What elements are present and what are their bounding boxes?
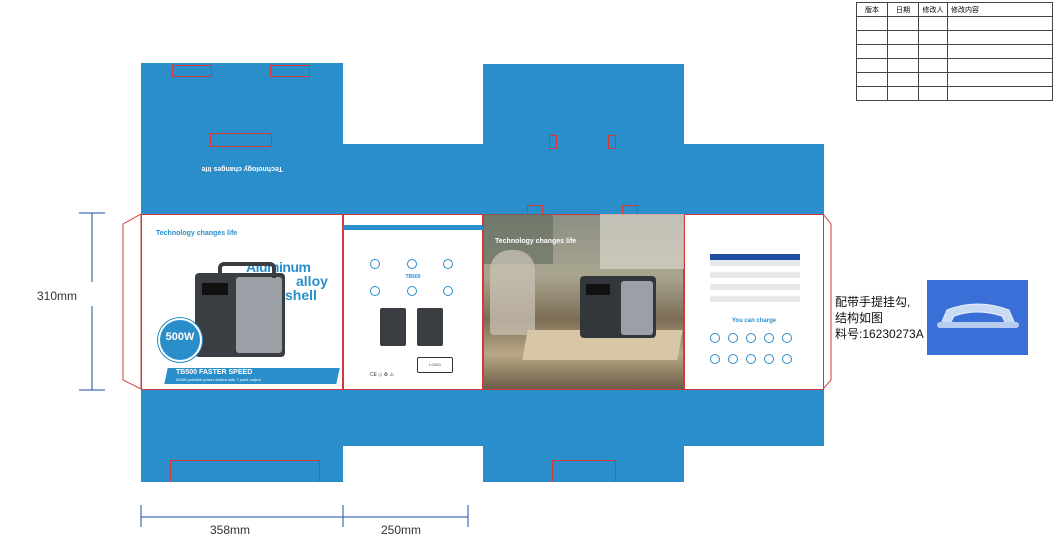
product-back-view — [417, 308, 443, 346]
device-icon — [710, 330, 720, 348]
slot-cutout — [210, 133, 272, 147]
handle-note-line-3: 料号:16230273A — [835, 327, 924, 341]
handle-photo — [927, 280, 1028, 355]
side-stripe — [343, 225, 483, 230]
product-side-panel — [236, 277, 282, 353]
logo-box: LOGO — [417, 357, 453, 373]
product-front-view — [380, 308, 406, 346]
charge-title: You can charge — [731, 318, 777, 324]
photo-product-side — [621, 281, 653, 335]
device-icon — [764, 351, 774, 369]
wattage-badge-text: 500W — [165, 331, 195, 343]
table-row — [710, 272, 800, 278]
back-bottom-flap — [483, 390, 684, 482]
spec-table — [710, 254, 800, 302]
device-icon — [728, 330, 738, 348]
front-tagline: Technology changes life — [156, 230, 238, 237]
revision-table: 版本 日期 修改人 修改内容 — [856, 2, 1053, 101]
table-row — [856, 86, 1053, 101]
side-width-dimension: 250mm — [381, 523, 422, 537]
tab-cutout — [270, 65, 310, 77]
feature-icon — [443, 283, 453, 301]
feature-icon — [407, 256, 417, 274]
headline-alloy: alloy — [296, 273, 328, 289]
photo-camper — [600, 214, 684, 269]
side-bottom-flap-right — [684, 390, 824, 446]
back-tagline: Technology changes life — [495, 238, 577, 245]
right-edge-tab — [823, 214, 832, 390]
device-icon — [782, 351, 792, 369]
headline-shell: shell — [285, 287, 317, 303]
side-top-flap-right — [684, 144, 824, 214]
feature-icon — [370, 256, 380, 274]
cert-marks: CE ◇ ♻ ⚠ — [370, 372, 394, 378]
table-row — [710, 260, 800, 266]
table-row — [710, 284, 800, 290]
product-handle — [218, 262, 276, 278]
tab-cutout — [552, 460, 616, 482]
photo-person — [490, 250, 535, 335]
feature-icon — [370, 283, 380, 301]
front-width-dimension: 358mm — [210, 523, 251, 537]
table-row — [710, 296, 800, 302]
front-top-flap — [141, 63, 343, 214]
device-icon — [782, 330, 792, 348]
device-icon — [764, 330, 774, 348]
handle-note-line-2: 结构如图 — [835, 311, 884, 325]
photo-product-display — [586, 284, 610, 295]
device-icon — [728, 351, 738, 369]
handle-note: 配带手提挂勾, 结构如图 料号:16230273A — [835, 294, 924, 342]
side-panel — [343, 214, 483, 390]
device-icon — [746, 330, 756, 348]
slot-cutout — [608, 135, 616, 149]
slot-cutout — [549, 135, 557, 149]
product-display — [202, 283, 228, 295]
table-row — [710, 254, 800, 260]
side-model: TB500 — [405, 274, 421, 280]
tab-cutout — [170, 460, 320, 482]
wattage-badge — [158, 318, 202, 362]
table-row — [856, 58, 1053, 73]
tab-cutout — [172, 65, 212, 77]
back-top-flap — [483, 64, 684, 214]
handle-note-line-1: 配带手提挂勾, — [835, 295, 911, 309]
table-row — [856, 44, 1053, 59]
feature-icon — [443, 256, 453, 274]
side-bottom-flap — [343, 390, 483, 446]
front-bottom-flap — [141, 390, 343, 482]
height-dimension: 310mm — [37, 289, 78, 303]
device-icon — [746, 351, 756, 369]
model-subline: 500W portable power station with 7 ports… — [176, 377, 261, 382]
handle-icon — [937, 303, 1019, 328]
side-top-flap — [343, 144, 483, 214]
feature-icon — [407, 283, 417, 301]
model-line: TB500 FASTER SPEED — [176, 369, 253, 376]
device-icon — [710, 351, 720, 369]
